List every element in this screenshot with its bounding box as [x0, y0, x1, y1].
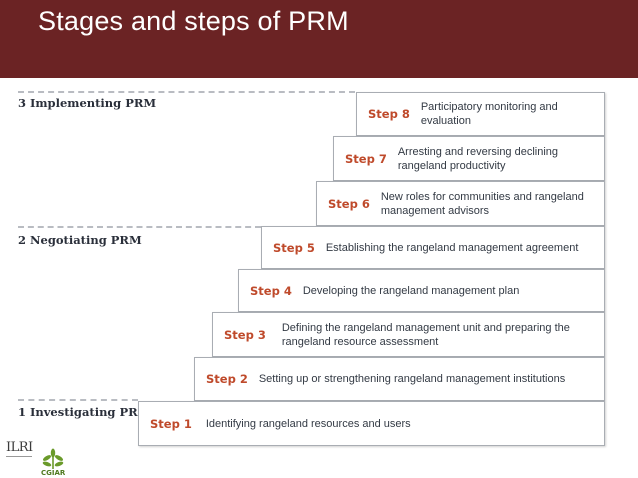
slide-title: Stages and steps of PRM — [38, 6, 349, 36]
step-8-text: Participatory monitoring and evaluation — [420, 101, 558, 127]
step-5-box: Step 5 Establishing the rangeland manage… — [261, 226, 605, 269]
phase-divider-negotiating — [18, 226, 261, 228]
step-1-text: Identifying rangeland resources and user… — [205, 417, 411, 430]
step-1-box: Step 1 Identifying rangeland resources a… — [138, 401, 605, 446]
step-3-number: Step 3 — [224, 327, 266, 342]
phase-label-investigating: 1 Investigating PRM — [18, 405, 151, 419]
step-8-number: Step 8 — [368, 107, 410, 121]
phase-label-negotiating: 2 Negotiating PRM — [18, 233, 142, 247]
step-2-box: Step 2 Setting up or strengthening range… — [194, 357, 605, 401]
step-5-number: Step 5 — [273, 240, 315, 255]
phase-divider-investigating — [18, 399, 138, 401]
phase-label-implementing: 3 Implementing PRM — [18, 96, 157, 110]
step-2-number: Step 2 — [206, 372, 248, 386]
step-8-box: Step 8 Participatory monitoring and eval… — [356, 92, 605, 136]
step-2-text: Setting up or strengthening rangeland ma… — [258, 373, 566, 385]
ilri-logo-rule — [6, 456, 32, 457]
step-4-text: Developing the rangeland management plan — [302, 284, 520, 297]
step-6-number: Step 6 — [328, 196, 370, 211]
step-4-number: Step 4 — [250, 283, 292, 298]
ilri-logo-text: ILRI — [6, 440, 33, 455]
step-3-text: Defining the rangeland management unit a… — [281, 321, 570, 348]
step-4-box: Step 4 Developing the rangeland manageme… — [238, 269, 605, 312]
slide-header: Stages and steps of PRM — [0, 0, 638, 78]
phase-divider-implementing — [18, 91, 355, 93]
step-7-number: Step 7 — [345, 151, 387, 166]
step-5-text: Establishing the rangeland management ag… — [325, 241, 579, 254]
step-3-box: Step 3 Defining the rangeland management… — [212, 312, 605, 357]
step-1-number: Step 1 — [150, 416, 192, 431]
step-6-box: Step 6 New roles for communities and ran… — [316, 181, 605, 226]
cgiar-leaf-icon — [42, 448, 64, 469]
cgiar-logo-text: CGIAR — [41, 469, 66, 477]
step-7-box: Step 7 Arresting and reversing declining… — [333, 136, 605, 181]
ilri-logo: ILRI — [6, 440, 36, 470]
step-7-text: Arresting and reversing declining rangel… — [397, 145, 559, 172]
step-6-text: New roles for communities and rangeland … — [380, 190, 584, 217]
